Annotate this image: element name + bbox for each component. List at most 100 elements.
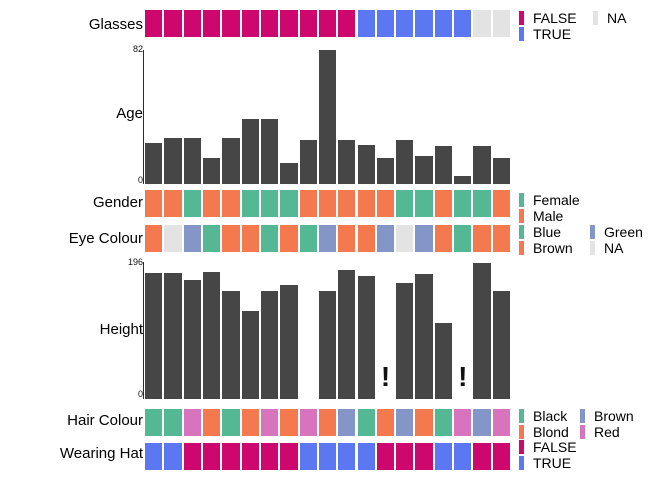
cell-eye-colour-10 <box>318 224 337 252</box>
legend-swatch-na <box>590 241 595 255</box>
cell-eye-colour-11 <box>338 224 356 252</box>
cell-glasses-9 <box>299 10 317 37</box>
legend-item-hair-colour-black: Black <box>519 408 569 424</box>
legend-label: NA <box>604 240 624 256</box>
cell-eye-colour-1 <box>145 224 163 252</box>
cell-eye-colour-9 <box>299 224 317 252</box>
cell-wearing-hat-9 <box>299 443 317 470</box>
bar-age-2 <box>164 138 182 184</box>
cell-gender-16 <box>434 190 453 217</box>
cell-gender-5 <box>222 190 240 217</box>
cell-hair-colour-17 <box>454 409 472 436</box>
cell-wearing-hat-5 <box>222 443 240 470</box>
cell-eye-colour-3 <box>183 224 201 252</box>
height-axis-min-label: 0 <box>137 389 143 399</box>
legend-label: NA <box>607 10 627 26</box>
legend-item-hair-colour-red: Red <box>580 424 634 440</box>
cell-wearing-hat-10 <box>318 443 337 470</box>
height-axis-line <box>143 262 144 399</box>
row-label-age: Age <box>116 105 143 122</box>
legend-item-eye-colour-na: NA <box>590 240 643 256</box>
legend-swatch-green <box>590 225 595 239</box>
legend-swatch-true <box>519 456 524 470</box>
cell-gender-19 <box>492 190 511 217</box>
cell-wearing-hat-6 <box>241 443 259 470</box>
legend-item-eye-colour-blue: Blue <box>519 224 573 240</box>
legend-label: Green <box>604 224 643 240</box>
bar-height-12 <box>357 275 375 399</box>
legend-label: Blue <box>533 224 562 240</box>
cell-glasses-3 <box>183 10 201 37</box>
bar-height-18 <box>473 262 491 399</box>
cell-gender-6 <box>241 190 259 217</box>
cell-hair-colour-9 <box>299 409 317 436</box>
cell-gender-7 <box>260 190 279 217</box>
row-label-glasses: Glasses <box>88 16 143 33</box>
bar-age-18 <box>473 146 491 184</box>
bar-age-17 <box>454 175 472 184</box>
legend-label: Black <box>533 408 568 424</box>
legend-label: FALSE <box>533 439 577 455</box>
legend-swatch-blue <box>519 225 524 239</box>
eye-colour-strip <box>145 224 517 252</box>
bar-age-5 <box>222 138 240 184</box>
bar-age-7 <box>260 118 279 184</box>
cell-hair-colour-12 <box>357 409 375 436</box>
cell-wearing-hat-14 <box>396 443 414 470</box>
cell-wearing-hat-1 <box>145 443 163 470</box>
bar-age-12 <box>357 144 375 184</box>
height-axis-max-label: 196 <box>127 257 143 267</box>
cell-eye-colour-6 <box>241 224 259 252</box>
bar-age-3 <box>183 138 201 184</box>
cell-eye-colour-12 <box>357 224 375 252</box>
legend-column: NA <box>593 10 626 26</box>
legend-item-glasses-false: FALSE <box>519 10 577 26</box>
cell-gender-4 <box>202 190 221 217</box>
gender-strip <box>145 190 517 217</box>
legend-item-eye-colour-brown: Brown <box>519 240 573 256</box>
cell-wearing-hat-12 <box>357 443 375 470</box>
cell-eye-colour-13 <box>376 224 395 252</box>
cell-wearing-hat-13 <box>376 443 395 470</box>
cell-hair-colour-5 <box>222 409 240 436</box>
cell-hair-colour-15 <box>415 409 433 436</box>
row-label-height: Height <box>99 321 143 338</box>
cell-gender-9 <box>299 190 317 217</box>
cell-gender-15 <box>415 190 433 217</box>
legend-item-hair-colour-blond: Blond <box>519 424 569 440</box>
legend-label: Male <box>533 208 564 224</box>
cell-hair-colour-4 <box>202 409 221 436</box>
cell-hair-colour-2 <box>164 409 182 436</box>
legend-label: TRUE <box>533 455 572 471</box>
cell-glasses-6 <box>241 10 259 37</box>
cell-gender-1 <box>145 190 163 217</box>
bar-height-16 <box>434 322 453 399</box>
height-bar-chart: !! <box>145 262 517 399</box>
bar-age-14 <box>396 139 414 184</box>
legend-item-gender-female: Female <box>519 192 580 208</box>
bar-height-3 <box>183 280 201 399</box>
legend-item-wearing-hat-true: TRUE <box>519 455 577 471</box>
cell-eye-colour-15 <box>415 224 433 252</box>
legend-label: Red <box>594 424 620 440</box>
cell-wearing-hat-19 <box>492 443 511 470</box>
bar-age-10 <box>318 50 337 184</box>
bar-height-1 <box>145 273 163 399</box>
cell-eye-colour-2 <box>164 224 182 252</box>
cell-wearing-hat-16 <box>434 443 453 470</box>
legend-swatch-false <box>519 440 524 454</box>
cell-hair-colour-19 <box>492 409 511 436</box>
bar-height-7 <box>260 290 279 399</box>
legend-label: Female <box>533 192 580 208</box>
cell-eye-colour-18 <box>473 224 491 252</box>
legend-swatch-blond <box>519 425 524 439</box>
legend-item-eye-colour-green: Green <box>590 224 643 240</box>
row-label-wearing-hat: Wearing Hat <box>59 445 143 462</box>
bar-age-19 <box>492 157 511 184</box>
cell-gender-13 <box>376 190 395 217</box>
cell-wearing-hat-8 <box>280 443 298 470</box>
legend-item-wearing-hat-false: FALSE <box>519 439 577 455</box>
